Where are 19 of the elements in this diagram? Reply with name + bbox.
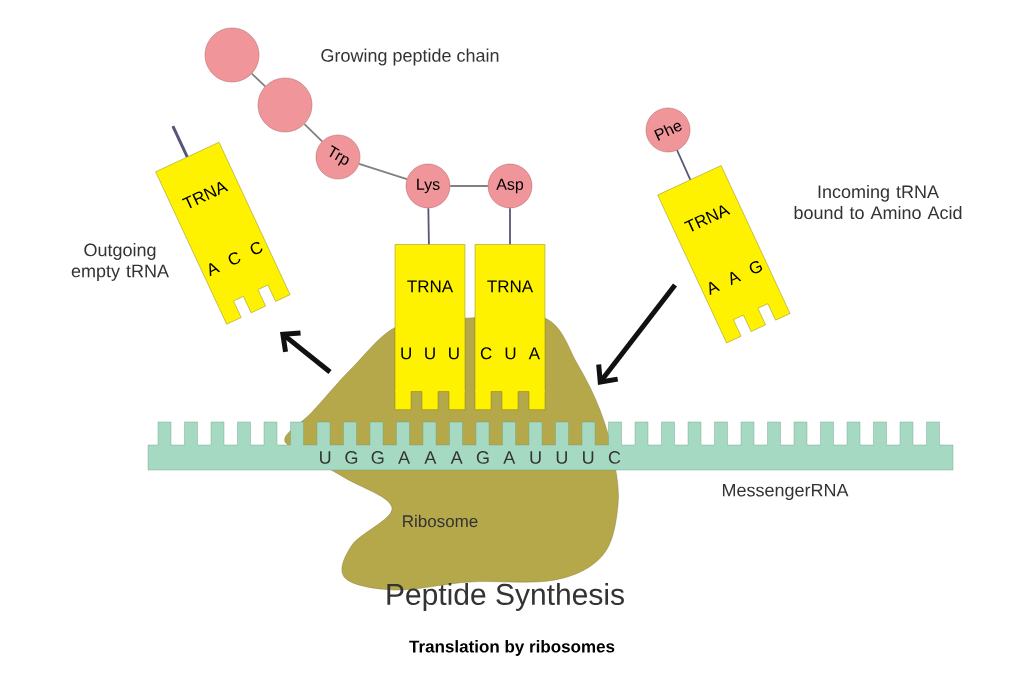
arrow <box>596 283 677 385</box>
trna-drawing: TRNA C U A <box>474 244 546 410</box>
connector-line <box>509 207 511 246</box>
callout-text: Growing peptide chain <box>321 48 499 66</box>
trna-drawing: TRNA U U U <box>394 244 466 410</box>
arrow <box>280 330 332 374</box>
caption: Translation by ribosomes <box>409 640 615 656</box>
connector-line <box>427 207 430 246</box>
connector-line <box>250 72 267 88</box>
amino-acid-circle <box>204 27 260 83</box>
connector-line <box>449 185 489 187</box>
trna-drawing: TRNA A A G <box>657 165 791 344</box>
amino-acid-circle <box>257 77 313 133</box>
node-label: Incoming tRNA bound to Amino Acid <box>794 184 962 220</box>
connector-line <box>358 162 408 181</box>
connector-line <box>303 123 324 143</box>
node-label: MessengerRNA <box>722 483 849 501</box>
mrna-strand: U G G A A A G A U U U C <box>147 421 954 471</box>
connector-line <box>676 149 692 181</box>
